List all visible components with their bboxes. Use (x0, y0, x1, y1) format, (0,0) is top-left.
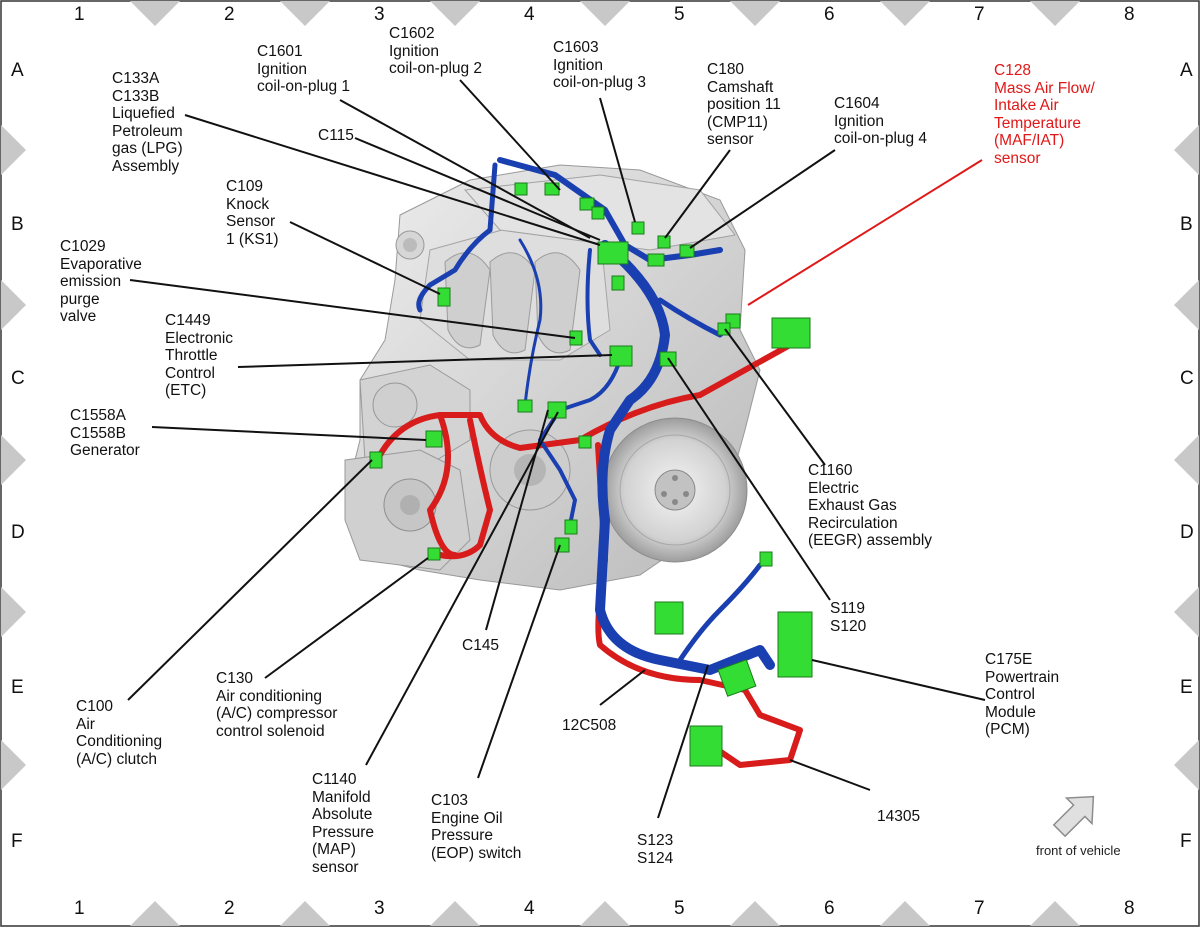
label-s119: S119 S120 (830, 600, 867, 635)
grid-row-left-A: A (11, 60, 24, 81)
border-diamond-left-4 (1, 740, 26, 790)
grid-row-left-D: D (11, 522, 25, 543)
front-arrow-icon (1052, 795, 1095, 838)
border-diamond-top-1 (280, 1, 330, 26)
grid-row-left-B: B (11, 214, 24, 235)
label-c1140: C1140 Manifold Absolute Pressure (MAP) s… (312, 771, 375, 876)
label-c1601: C1601 Ignition coil-on-plug 1 (257, 43, 351, 95)
grid-column-top-5: 5 (674, 4, 685, 25)
grid-column-bottom-3: 3 (374, 898, 385, 919)
border-diamond-left-0 (1, 125, 26, 175)
border-diamond-top-4 (730, 1, 780, 26)
grid-row-right-E: E (1180, 677, 1193, 698)
label-c1603: C1603 Ignition coil-on-plug 3 (553, 39, 647, 91)
grid-column-top-1: 1 (74, 4, 85, 25)
label-c128: C128 Mass Air Flow/ Intake Air Temperatu… (994, 62, 1095, 167)
grid-column-bottom-1: 1 (74, 898, 85, 919)
grid-column-top-8: 8 (1124, 4, 1135, 25)
grid-row-left-E: E (11, 677, 24, 698)
grid-row-right-B: B (1180, 214, 1193, 235)
label-c100: C100 Air Conditioning (A/C) clutch (76, 698, 163, 768)
grid-column-top-4: 4 (524, 4, 535, 25)
grid-row-right-A: A (1180, 60, 1193, 81)
border-diamond-top-2 (430, 1, 480, 26)
label-c180: C180 Camshaft position 11 (CMP11) sensor (707, 61, 781, 148)
grid-column-bottom-5: 5 (674, 898, 685, 919)
grid-column-bottom-6: 6 (824, 898, 835, 919)
grid-row-right-C: C (1180, 368, 1194, 389)
grid-row-right-D: D (1180, 522, 1194, 543)
grid-column-top-6: 6 (824, 4, 835, 25)
border-diamond-right-4 (1174, 740, 1199, 790)
grid-row-left-C: C (11, 368, 25, 389)
border-diamond-right-1 (1174, 280, 1199, 330)
grid-column-bottom-7: 7 (974, 898, 985, 919)
label-c1029: C1029 Evaporative emission purge valve (60, 238, 142, 325)
grid-column-top-3: 3 (374, 4, 385, 25)
label-14305: 14305 (877, 808, 921, 825)
border-diamond-top-6 (1030, 1, 1080, 26)
grid-column-top-7: 7 (974, 4, 985, 25)
border-diamond-left-3 (1, 587, 26, 637)
border-diamond-top-5 (880, 1, 930, 26)
label-c1604: C1604 Ignition coil-on-plug 4 (834, 95, 928, 147)
border-diamond-right-0 (1174, 125, 1199, 175)
engine-illustration (344, 164, 761, 591)
label-c133: C133A C133B Liquefied Petroleum gas (LPG… (112, 70, 183, 175)
border-diamond-bottom-0 (130, 901, 180, 926)
label-c1449: C1449 Electronic Throttle Control (ETC) (165, 312, 234, 399)
border-diamond-left-2 (1, 435, 26, 485)
label-c1558: C1558A C1558B Generator (70, 407, 140, 459)
grid-column-bottom-8: 8 (1124, 898, 1135, 919)
label-s123: S123 S124 (637, 832, 674, 867)
label-c175e: C175E Powertrain Control Module (PCM) (985, 651, 1060, 738)
grid-column-bottom-4: 4 (524, 898, 535, 919)
grid-column-bottom-2: 2 (224, 898, 235, 919)
border-diamond-right-2 (1174, 435, 1199, 485)
border-diamond-bottom-5 (880, 901, 930, 926)
label-c109: C109 Knock Sensor 1 (KS1) (226, 178, 279, 248)
border-diamond-bottom-3 (580, 901, 630, 926)
leader-lines (127, 79, 986, 819)
label-c1160: C1160 Electric Exhaust Gas Recirculation… (808, 462, 933, 549)
label-c103: C103 Engine Oil Pressure (EOP) switch (431, 792, 522, 862)
border-diamond-bottom-1 (280, 901, 330, 926)
label-12c508: 12C508 (562, 717, 617, 734)
label-c1602: C1602 Ignition coil-on-plug 2 (389, 25, 483, 77)
green-connectors (369, 182, 813, 767)
border-diamond-top-3 (580, 1, 630, 26)
border-diamond-left-1 (1, 280, 26, 330)
grid-row-left-F: F (11, 831, 23, 852)
grid-column-top-2: 2 (224, 4, 235, 25)
border-diamond-bottom-6 (1030, 901, 1080, 926)
c128-leader-line (747, 159, 983, 306)
border-diamond-bottom-4 (730, 901, 780, 926)
border-diamond-bottom-2 (430, 901, 480, 926)
grid-row-right-F: F (1180, 831, 1192, 852)
label-c130: C130 Air conditioning (A/C) compressor c… (216, 670, 338, 740)
label-c145: C145 (462, 637, 500, 654)
border-diamond-right-3 (1174, 587, 1199, 637)
label-c115: C115 (318, 127, 354, 144)
front-of-vehicle-label: front of vehicle (1036, 843, 1121, 858)
border-diamond-top-0 (130, 1, 180, 26)
